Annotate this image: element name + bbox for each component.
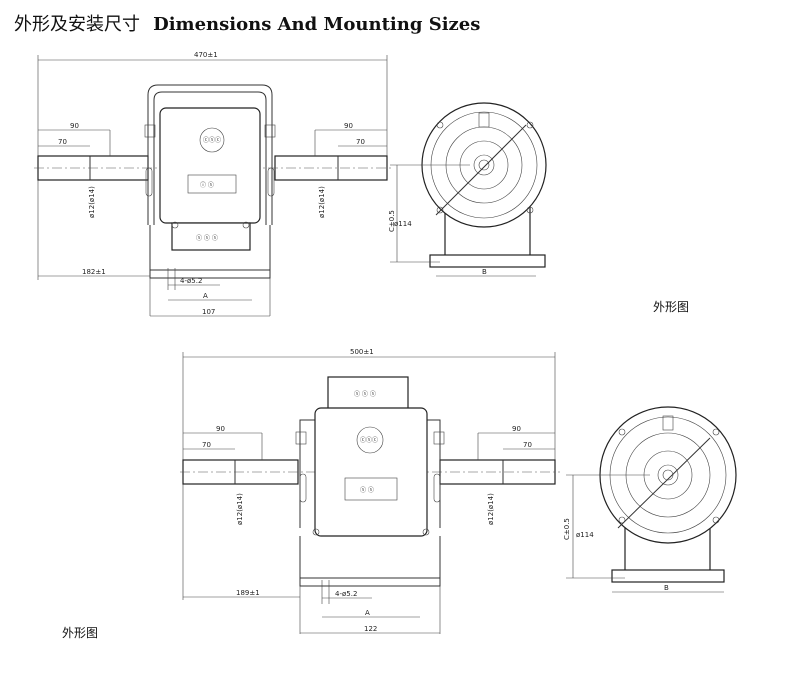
top-overall-length: 470±1 [194, 51, 218, 59]
top-holes-dim: 4-ø5.2 [180, 277, 202, 285]
top-end-center-height: C±0.5 [388, 210, 396, 232]
bottom-plate-rect-label: ⓢ ⓢ [360, 486, 374, 494]
top-plate-bottom-label: ⓢ ⓢ ⓢ [196, 234, 218, 242]
bottom-end-view: C±0.5 ø114 B [563, 406, 737, 593]
bottom-caption: 外形图 [62, 626, 99, 640]
top-end-dia: ø114 [394, 220, 412, 228]
top-left-dim-70: 70 [58, 138, 67, 146]
bottom-holes-dim: 4-ø5.2 [335, 590, 357, 598]
bottom-overall-length: 500±1 [350, 348, 374, 356]
bottom-plate-round-label: ⓒⓢⓒ [360, 436, 378, 444]
bottom-end-dia: ø114 [576, 531, 594, 539]
bottom-right-dim-70: 70 [523, 441, 532, 449]
top-side-view: 470±1 90 70 ø12(ø14) 90 70 ø12(ø14) ⓒⓢⓒ [34, 51, 392, 317]
top-right-dim-90: 90 [344, 122, 353, 130]
page-header: 外形及安装尺寸 Dimensions And Mounting Sizes [14, 10, 480, 40]
top-left-dim-90: 90 [70, 122, 79, 130]
top-end-view: C±0.5 ø114 B [388, 102, 547, 277]
top-plate-rect-label: ⓘ ⓢ [200, 181, 214, 189]
top-plate-round-label: ⓒⓢⓒ [203, 136, 221, 144]
top-offset-dim: 182±1 [82, 268, 106, 276]
bottom-dim-a: A [365, 609, 370, 617]
bottom-right-shaft-dia: ø12(ø14) [487, 493, 495, 525]
bottom-right-dim-90: 90 [512, 425, 521, 433]
top-caption: 外形图 [653, 300, 690, 314]
bottom-left-dim-90: 90 [216, 425, 225, 433]
bottom-left-shaft-dia: ø12(ø14) [236, 493, 244, 525]
bottom-left-dim-70: 70 [202, 441, 211, 449]
bottom-side-view: 500±1 90 70 ø12(ø14) 90 70 ø12(ø14) ⓢ ⓢ … [180, 348, 560, 634]
title-english: Dimensions And Mounting Sizes [153, 14, 481, 35]
bottom-mount-width: 122 [364, 625, 377, 633]
top-left-shaft-dia: ø12(ø14) [88, 186, 96, 218]
bottom-end-b: B [664, 584, 669, 592]
top-right-shaft-dia: ø12(ø14) [318, 186, 326, 218]
top-mount-width: 107 [202, 308, 215, 316]
title-chinese: 外形及安装尺寸 [14, 14, 140, 35]
bottom-offset-dim: 189±1 [236, 589, 260, 597]
top-end-b: B [482, 268, 487, 276]
top-right-dim-70: 70 [356, 138, 365, 146]
bottom-plate-top-label: ⓢ ⓢ ⓢ [354, 390, 376, 398]
top-dim-a: A [203, 292, 208, 300]
bottom-end-center-height: C±0.5 [563, 518, 571, 540]
